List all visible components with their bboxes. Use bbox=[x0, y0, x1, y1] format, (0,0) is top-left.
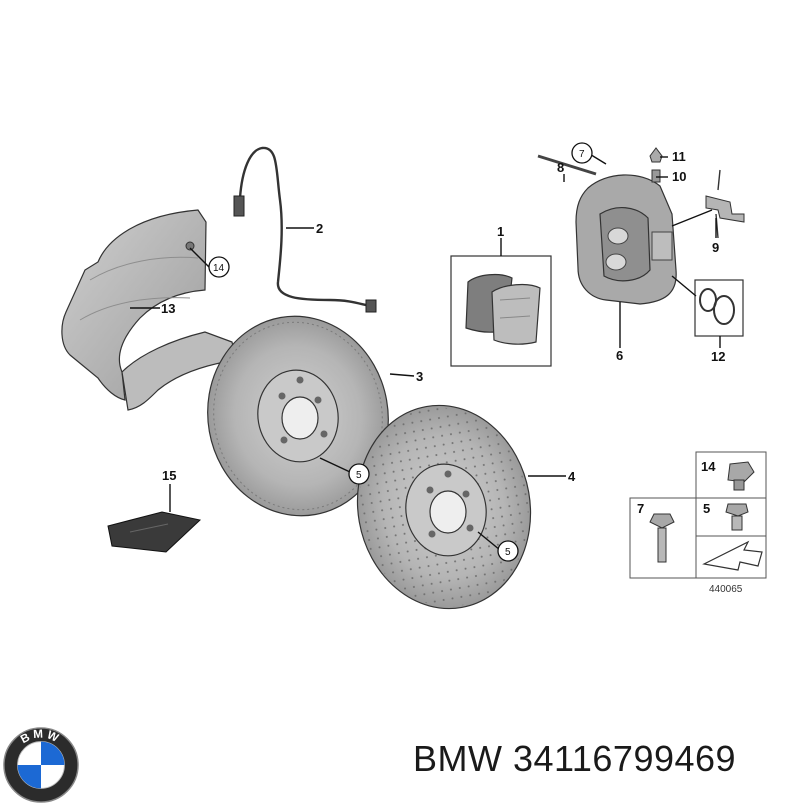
callout-5-lower: 5 bbox=[505, 547, 511, 558]
callout-14: 14 bbox=[213, 263, 225, 274]
spring-clip-part bbox=[705, 169, 745, 239]
part-number: 34116799469 bbox=[513, 738, 737, 779]
callout-8: 8 bbox=[557, 160, 564, 175]
drilled-brake-disc-part bbox=[356, 404, 532, 610]
brake-caliper-part bbox=[575, 174, 677, 305]
grease-sachet-part bbox=[107, 511, 202, 553]
bleeder-valve-part bbox=[651, 169, 661, 183]
bmw-logo: BMW bbox=[3, 727, 79, 803]
callout-6: 6 bbox=[616, 348, 623, 363]
callout-2: 2 bbox=[316, 221, 323, 236]
callout-4: 4 bbox=[568, 469, 576, 484]
callout-15: 15 bbox=[162, 468, 176, 483]
screw-icon bbox=[725, 503, 749, 531]
brand-name: BMW bbox=[413, 738, 503, 779]
part-number-caption: BMW 34116799469 bbox=[413, 738, 736, 790]
callout-3: 3 bbox=[416, 369, 423, 384]
seal-ring-set-part bbox=[694, 279, 744, 337]
leader-lines bbox=[130, 152, 721, 551]
callout-13: 13 bbox=[161, 301, 175, 316]
diagram-code: 440065 bbox=[709, 584, 743, 595]
brake-disc-part bbox=[207, 315, 389, 517]
wear-sensor-part bbox=[233, 146, 377, 313]
bleeder-cap-part bbox=[649, 147, 663, 163]
callout-12: 12 bbox=[711, 349, 725, 364]
fastener-legend: 14 5 7 440065 bbox=[629, 451, 767, 595]
guide-pin-part bbox=[537, 154, 597, 176]
legend-label-14: 14 bbox=[701, 459, 716, 474]
callout-10: 10 bbox=[672, 169, 686, 184]
hex-nut-icon bbox=[727, 461, 755, 491]
callout-7: 7 bbox=[579, 149, 585, 160]
brake-pads-part bbox=[450, 255, 552, 367]
direction-arrow-icon bbox=[702, 540, 763, 571]
callout-11: 11 bbox=[672, 149, 686, 164]
callout-5-upper: 5 bbox=[356, 470, 362, 481]
bmw-logo-text: BMW bbox=[18, 727, 63, 746]
brake-shield-part bbox=[61, 209, 237, 411]
legend-label-7: 7 bbox=[637, 501, 644, 516]
callout-9: 9 bbox=[712, 240, 719, 255]
callout-1: 1 bbox=[497, 224, 504, 239]
flange-bolt-icon bbox=[649, 513, 675, 563]
legend-label-5: 5 bbox=[703, 501, 710, 516]
